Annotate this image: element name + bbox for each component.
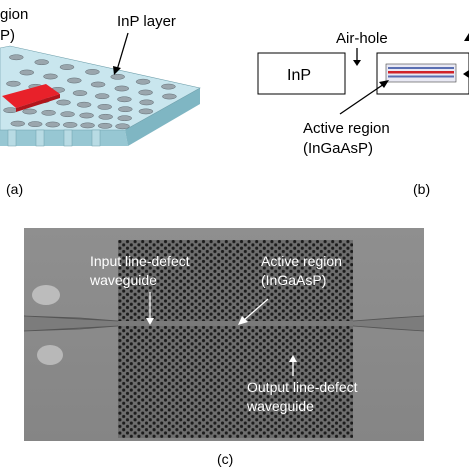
- air-hole: [43, 73, 58, 80]
- air-hole: [80, 122, 95, 129]
- air-hole: [97, 122, 113, 129]
- label-ingaasp-c: (InGaAsP): [261, 272, 326, 288]
- slab-side-face: [125, 88, 200, 146]
- air-hole: [62, 122, 78, 128]
- arrowhead-active-region-c: [238, 316, 248, 325]
- panel-b: InP Air-hole Active region (InGaAsP) (b): [257, 30, 469, 197]
- air-hole: [94, 93, 110, 100]
- panel-a: gion P) InP layer (a): [0, 6, 201, 197]
- sem-bright-blob-bottom: [37, 345, 63, 365]
- sem-bright-blob-top: [32, 285, 60, 305]
- output-taper-edge-bottom: [352, 325, 425, 332]
- arrow-active-region: [339, 83, 385, 115]
- air-hole: [139, 99, 154, 106]
- air-hole: [3, 107, 18, 114]
- air-hole: [72, 90, 88, 96]
- air-hole: [60, 111, 75, 118]
- caption-c: (c): [217, 451, 233, 467]
- label-output-waveguide-2: waveguide: [246, 398, 314, 414]
- caption-b: (b): [413, 181, 430, 197]
- arrowhead-active-region: [379, 80, 389, 88]
- arrowhead-right-mid: [463, 70, 469, 78]
- line-defect-waveguide: [118, 321, 353, 326]
- air-hole: [98, 113, 113, 120]
- label-output-waveguide: Output line-defect: [247, 379, 358, 395]
- label-active-region-c: Active region: [261, 253, 342, 269]
- air-hole: [114, 85, 130, 92]
- air-hole: [9, 54, 24, 61]
- arrowhead-right-top: [464, 33, 469, 41]
- air-hole: [110, 73, 125, 80]
- active-region-bar: [2, 84, 60, 108]
- active-band-blue-bottom: [388, 75, 454, 78]
- air-hole: [162, 93, 177, 100]
- air-hole: [85, 69, 100, 75]
- air-hole: [22, 108, 37, 115]
- photonic-crystal-area: [118, 240, 353, 438]
- air-hole: [34, 59, 49, 66]
- active-band-blue-top: [388, 67, 454, 69]
- air-hole: [56, 99, 71, 106]
- label-inp: InP: [287, 67, 311, 84]
- air-hole: [97, 104, 112, 110]
- inp-box: [257, 52, 346, 95]
- air-hole: [115, 123, 130, 130]
- active-region-bar-side: [16, 94, 60, 112]
- air-hole: [6, 80, 21, 87]
- label-inp-layer: InP layer: [117, 13, 176, 30]
- slab-front-notches: [7, 129, 101, 147]
- arrowhead-inp-layer: [113, 66, 121, 75]
- label-air-hole: Air-hole: [336, 30, 388, 47]
- label-active-region-b: Active region: [303, 120, 390, 137]
- input-taper-edge: [23, 315, 119, 322]
- air-hole: [138, 108, 154, 115]
- arrow-active-region-c: [243, 298, 269, 321]
- air-hole: [117, 115, 132, 122]
- air-hole: [117, 96, 132, 103]
- air-hole: [138, 89, 153, 96]
- caption-a: (a): [6, 181, 23, 197]
- label-region-paren: P): [0, 27, 15, 44]
- air-hole: [27, 121, 43, 127]
- output-taper-edge: [352, 315, 425, 322]
- air-hole: [19, 69, 35, 76]
- arrow-inp-layer: [116, 32, 129, 71]
- air-hole: [76, 101, 92, 108]
- air-hole: [90, 81, 106, 88]
- panel-c: Input line-defect waveguide Active regio…: [23, 228, 425, 467]
- active-band-red: [388, 71, 454, 74]
- air-hole: [67, 77, 82, 84]
- arrowhead-input-waveguide: [146, 318, 154, 325]
- label-region: gion: [0, 6, 28, 23]
- air-hole: [41, 109, 56, 116]
- air-hole: [59, 64, 75, 70]
- air-hole: [135, 78, 151, 85]
- label-input-waveguide: Input line-defect: [90, 253, 190, 269]
- air-hole: [79, 112, 94, 119]
- label-ingaasp-b: (InGaAsP): [303, 140, 373, 157]
- input-taper-edge-bottom: [23, 325, 119, 332]
- air-hole: [161, 83, 176, 90]
- air-hole: [118, 106, 133, 113]
- arrowhead-air-hole: [353, 60, 361, 66]
- air-hole: [10, 120, 26, 127]
- arrowhead-output-waveguide: [289, 355, 297, 362]
- label-input-waveguide-2: waveguide: [89, 272, 157, 288]
- air-hole: [45, 121, 60, 128]
